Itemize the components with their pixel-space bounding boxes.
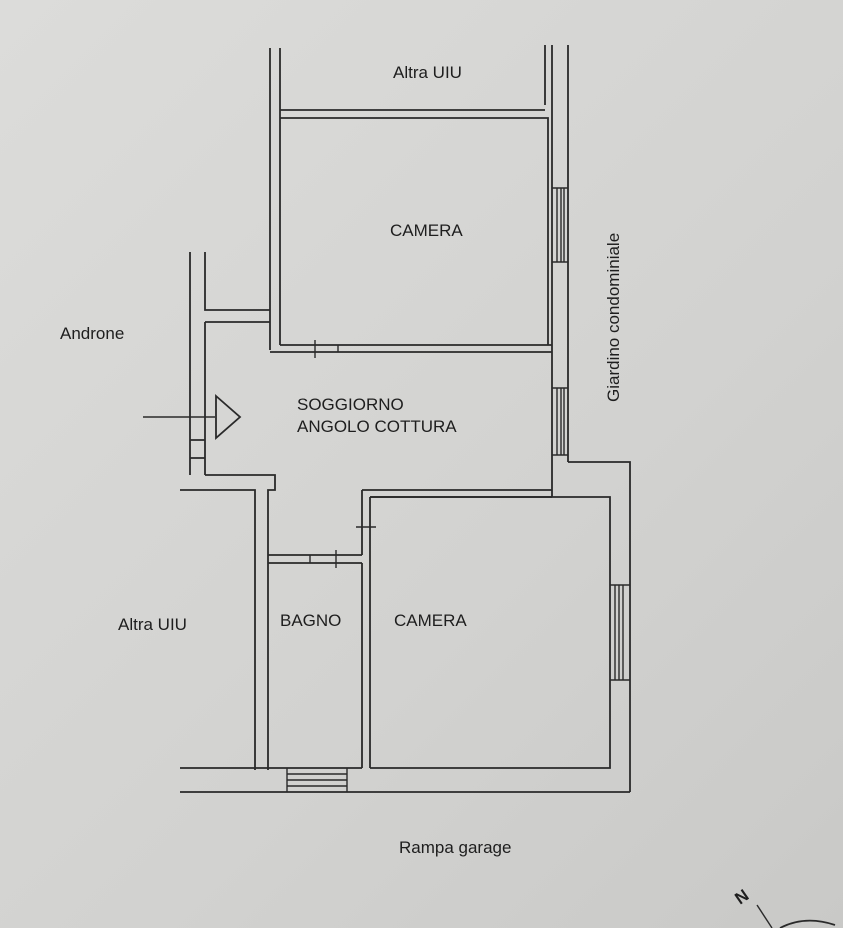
label-bagno: BAGNO — [280, 611, 341, 630]
windows — [286, 187, 630, 792]
label-camera-bottom: CAMERA — [394, 611, 467, 630]
label-giardino: Giardino condominiale — [604, 233, 623, 402]
north-arrow-icon — [756, 904, 836, 928]
label-rampa-garage: Rampa garage — [399, 838, 511, 857]
entrance-arrow-icon — [143, 394, 242, 440]
label-camera-top: CAMERA — [390, 221, 463, 240]
label-androne: Androne — [60, 324, 124, 343]
label-angolo-cottura: ANGOLO COTTURA — [297, 417, 457, 436]
doors — [309, 340, 376, 568]
label-altra-uiu-top: Altra UIU — [393, 63, 462, 82]
label-altra-uiu-left: Altra UIU — [118, 615, 187, 634]
walls — [180, 45, 631, 793]
label-north: N — [731, 886, 752, 909]
label-soggiorno: SOGGIORNO — [297, 395, 404, 414]
